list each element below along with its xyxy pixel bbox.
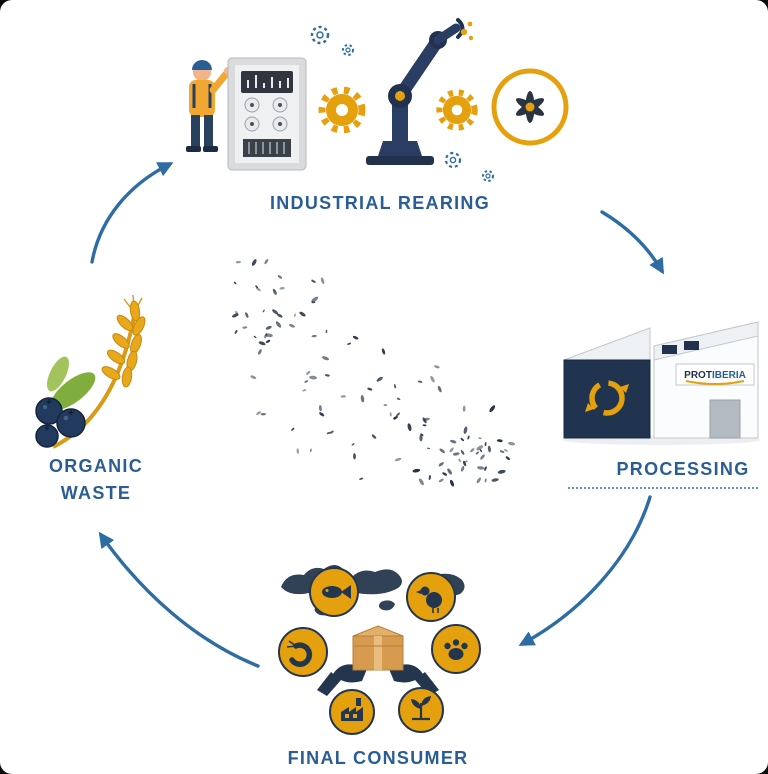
- control-cabinet-icon: [227, 57, 307, 171]
- gear-icon: [436, 89, 478, 131]
- organic-waste-label-line2: WASTE: [60, 483, 132, 503]
- factory-icon: [341, 698, 363, 721]
- shrimp-medallion: [278, 627, 328, 677]
- arrow-processing-to-consumer: [518, 495, 652, 646]
- crops-medallion: [398, 687, 444, 733]
- organic-waste-label: ORGANIC WASTE: [21, 453, 171, 507]
- gear-outline-icon: [444, 151, 462, 169]
- factory-building-icon: PROTIBERIA: [562, 321, 760, 445]
- consumer-medallions: [278, 567, 481, 735]
- leaf-icon: [50, 372, 96, 410]
- arrow-consumer-to-waste: [98, 531, 260, 668]
- package-box-icon: [352, 625, 404, 671]
- final-consumer-illustration: [278, 565, 481, 735]
- gear-outline-icon: [482, 170, 494, 182]
- crops-icon: [411, 696, 431, 721]
- gear-outline-icon: [342, 44, 354, 56]
- gear-icon: [318, 86, 366, 134]
- pet-medallion: [431, 624, 481, 674]
- industrial-rearing-label: INDUSTRIAL REARING: [269, 193, 491, 213]
- processing-label: PROCESSING: [616, 459, 750, 479]
- fish-medallion: [309, 567, 359, 617]
- worker-figure: [186, 60, 232, 152]
- insect-swarm-illustration: [232, 259, 516, 487]
- pet-paw-icon: [444, 639, 468, 660]
- fish-icon: [322, 585, 351, 599]
- building-sign: PROTIBERIA: [684, 370, 746, 381]
- blueberries-icon: [35, 397, 86, 448]
- poultry-medallion: [406, 572, 456, 622]
- robot-arm-icon: [366, 18, 474, 165]
- arrow-rearing-to-processing: [600, 210, 664, 275]
- leaf-icon: [46, 356, 70, 392]
- organic-waste-label-line1: ORGANIC: [48, 456, 144, 476]
- final-consumer-label: FINAL CONSUMER: [287, 748, 469, 768]
- processing-illustration: PROTIBERIA: [562, 321, 760, 445]
- organic-waste-illustration: [35, 295, 146, 449]
- recycle-arrows-icon: [585, 380, 629, 416]
- factory-medallion: [329, 689, 375, 735]
- shrimp-icon: [286, 640, 313, 667]
- processing-underline: [568, 487, 758, 489]
- poultry-icon: [416, 586, 442, 613]
- industrial-rearing-illustration: [186, 18, 569, 182]
- arrow-waste-to-rearing: [90, 162, 174, 264]
- wheat-icon: [52, 295, 146, 449]
- gear-outline-icon: [310, 25, 330, 45]
- quality-badge-icon: [491, 68, 569, 146]
